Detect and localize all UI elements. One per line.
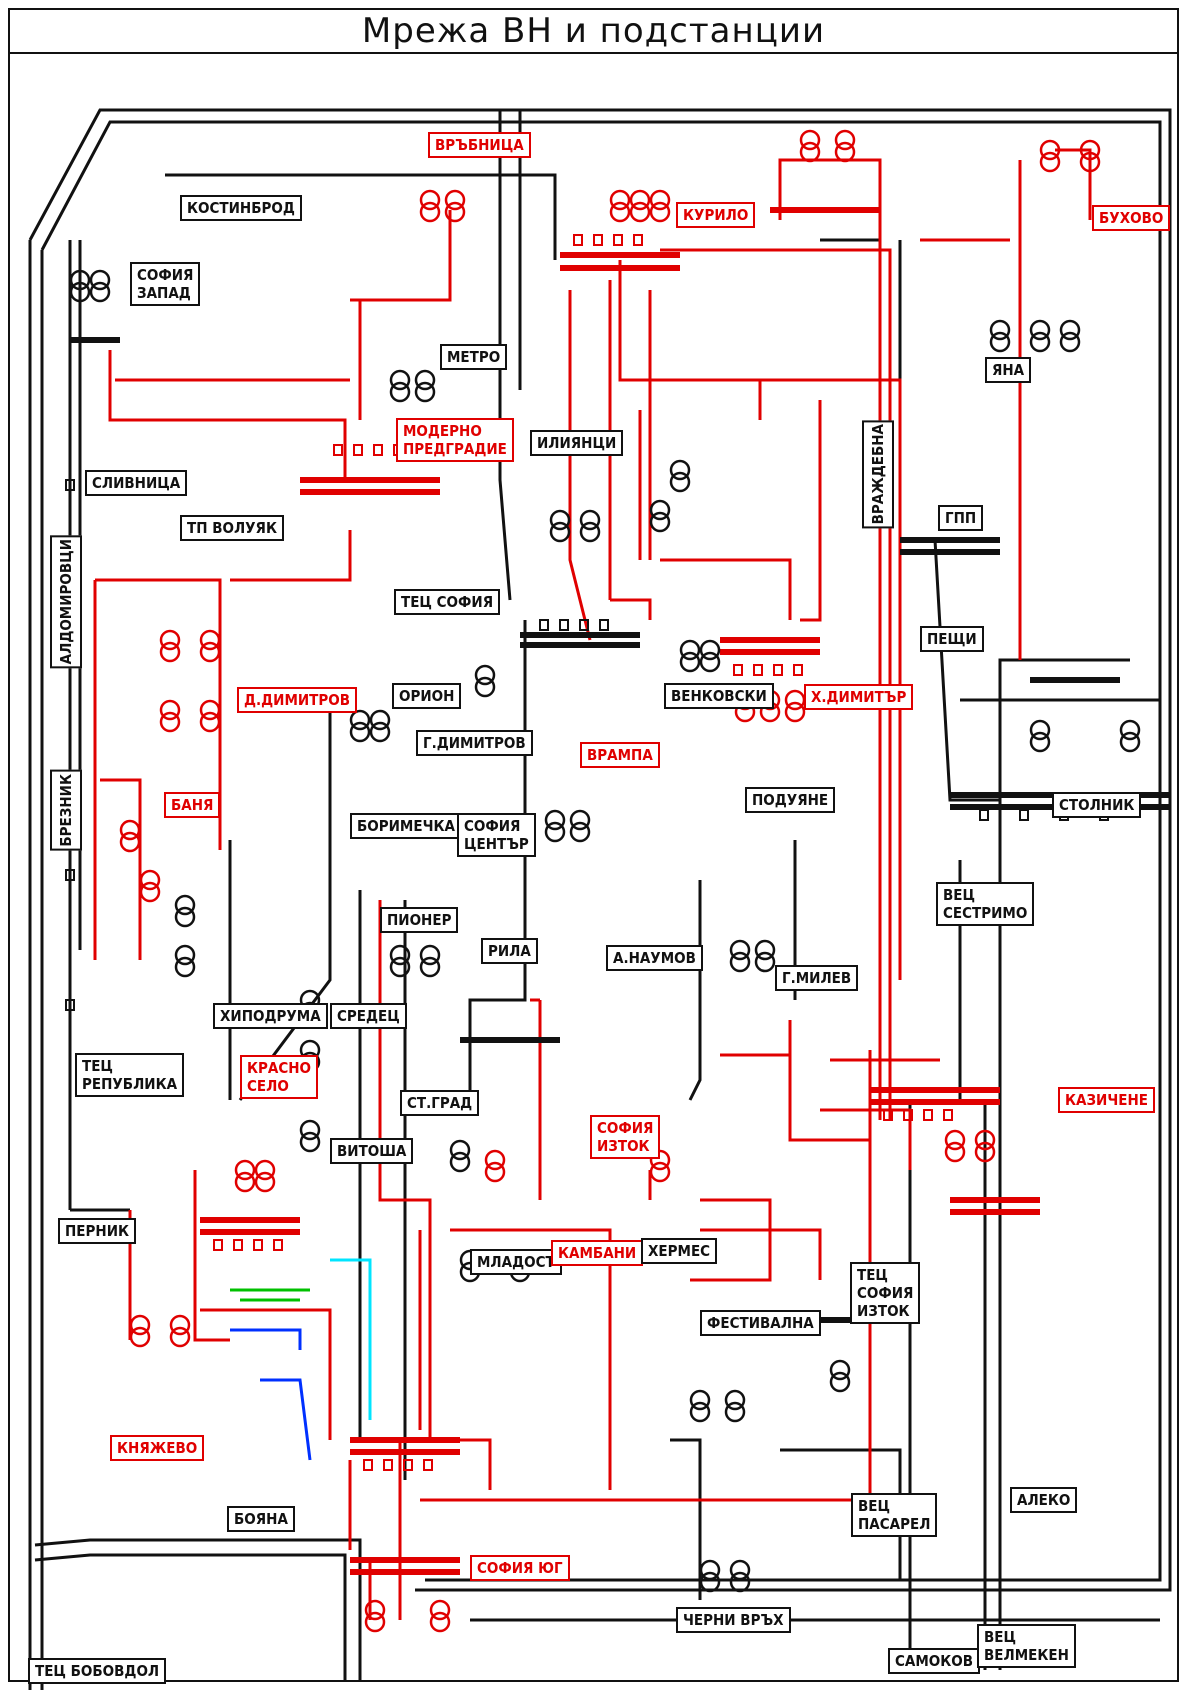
label-kambani: КАМБАНИ — [551, 1240, 644, 1266]
label-pioner: ПИОНЕР — [380, 907, 459, 933]
label-vetskovski: ВЕНКОВСКИ — [664, 683, 774, 709]
label-kremeko: ХЕРМЕС — [641, 1238, 718, 1264]
label-modern-predgradie: МОДЕРНО ПРЕДГРАДИЕ — [396, 418, 514, 462]
label-yana: ЯНА — [985, 357, 1032, 383]
label-st-grad: СТ.ГРАД — [400, 1090, 480, 1116]
label-aldomirovtsi: АЛДОМИРОВЦИ — [50, 535, 82, 669]
label-tets-sofia-iztok: ТЕЦ СОФИЯ ИЗТОК — [850, 1262, 921, 1324]
label-aleko: АЛЕКО — [1010, 1487, 1078, 1513]
label-cherni-vrah: ЧЕРНИ ВРЪХ — [676, 1607, 791, 1633]
breaker-symbols — [65, 234, 1109, 1471]
label-krasno-selo: КРАСНО СЕЛО — [240, 1055, 319, 1099]
label-stolnik: СТОЛНИК — [1052, 792, 1142, 818]
label-podvane: ПОДУЯНЕ — [745, 787, 836, 813]
label-boyna: БОЯНА — [227, 1506, 295, 1532]
label-buhovo: БУХОВО — [1092, 205, 1171, 231]
label-rila: РИЛА — [481, 938, 538, 964]
label-vrampa: ВРАМПА — [580, 742, 660, 768]
label-vets-sestrimo: ВЕЦ СЕСТРИМО — [936, 882, 1035, 926]
title-bar: Мрежа ВН и подстанции — [8, 8, 1179, 54]
label-banya: БАНЯ — [164, 792, 221, 818]
label-ampodrum: ХИПОДРУМА — [213, 1003, 328, 1029]
label-metro: МЕТРО — [440, 344, 508, 370]
label-mladost: МЛАДОСТ — [470, 1249, 562, 1275]
label-pernik: ПЕРНИК — [58, 1218, 137, 1244]
label-samokov: САМОКОВ — [888, 1648, 981, 1674]
label-vets-pasarel: ВЕЦ ПАСАРЕЛ — [851, 1493, 938, 1537]
label-sredets: СРЕДЕЦ — [330, 1003, 407, 1029]
label-g-dimitrov: Г.ДИМИТРОВ — [416, 730, 533, 756]
label-orion: ОРИОН — [392, 683, 462, 709]
label-tets-sofia: ТЕЦ СОФИЯ — [394, 589, 501, 615]
label-kazichene: КАЗИЧЕНЕ — [1058, 1087, 1155, 1113]
label-vrabnitsa: ВРЪБНИЦА — [428, 132, 531, 158]
label-kurilo: КУРИЛО — [676, 202, 756, 228]
label-vitosha: ВИТОША — [330, 1138, 414, 1164]
label-g-milev: Г.МИЛЕВ — [775, 965, 859, 991]
label-tets-republika: ТЕЦ РЕПУБЛИКА — [75, 1053, 185, 1097]
label-borimechka: БОРИМЕЧКА — [350, 813, 462, 839]
label-iliyantsi: ИЛИЯНЦИ — [530, 430, 624, 456]
label-kostinbrod: КОСТИНБРОД — [180, 195, 302, 221]
label-sofia-tsentar: СОФИЯ ЦЕНТЪР — [457, 813, 536, 857]
label-pechi: ПЕЩИ — [920, 626, 984, 652]
page-title: Мрежа ВН и подстанции — [361, 11, 826, 51]
label-h-dimitar: Х.ДИМИТЪР — [804, 684, 914, 710]
diagram-frame — [8, 8, 1179, 1682]
label-festivalna: ФЕСТИВАЛНА — [700, 1310, 821, 1336]
label-breznik: БРЕЗНИК — [50, 770, 82, 851]
label-knyazhevo: КНЯЖЕВО — [110, 1435, 205, 1461]
label-a-naumov: А.НАУМОВ — [606, 945, 703, 971]
label-tp-voluyak: ТП ВОЛУЯК — [180, 515, 284, 541]
label-sofia-zapad: СОФИЯ ЗАПАД — [130, 262, 201, 306]
label-vrazhdebna: ВРАЖДЕБНА — [862, 420, 894, 529]
label-sofia-yug: СОФИЯ ЮГ — [470, 1555, 570, 1581]
label-vets-vel-meken: ВЕЦ ВЕЛМЕКЕН — [977, 1624, 1076, 1668]
label-slivnitsa: СЛИВНИЦА — [85, 470, 188, 496]
label-tets-bobovdol: ТЕЦ БОБОВДОЛ — [28, 1658, 167, 1684]
label-gpp: ГПП — [938, 505, 984, 531]
red-lines — [93, 148, 1092, 1620]
label-d-dimitrov: Д.ДИМИТРОВ — [237, 687, 358, 713]
colored-cables — [230, 1258, 372, 1461]
label-sofia-iztok: СОФИЯ ИЗТОК — [590, 1115, 661, 1159]
